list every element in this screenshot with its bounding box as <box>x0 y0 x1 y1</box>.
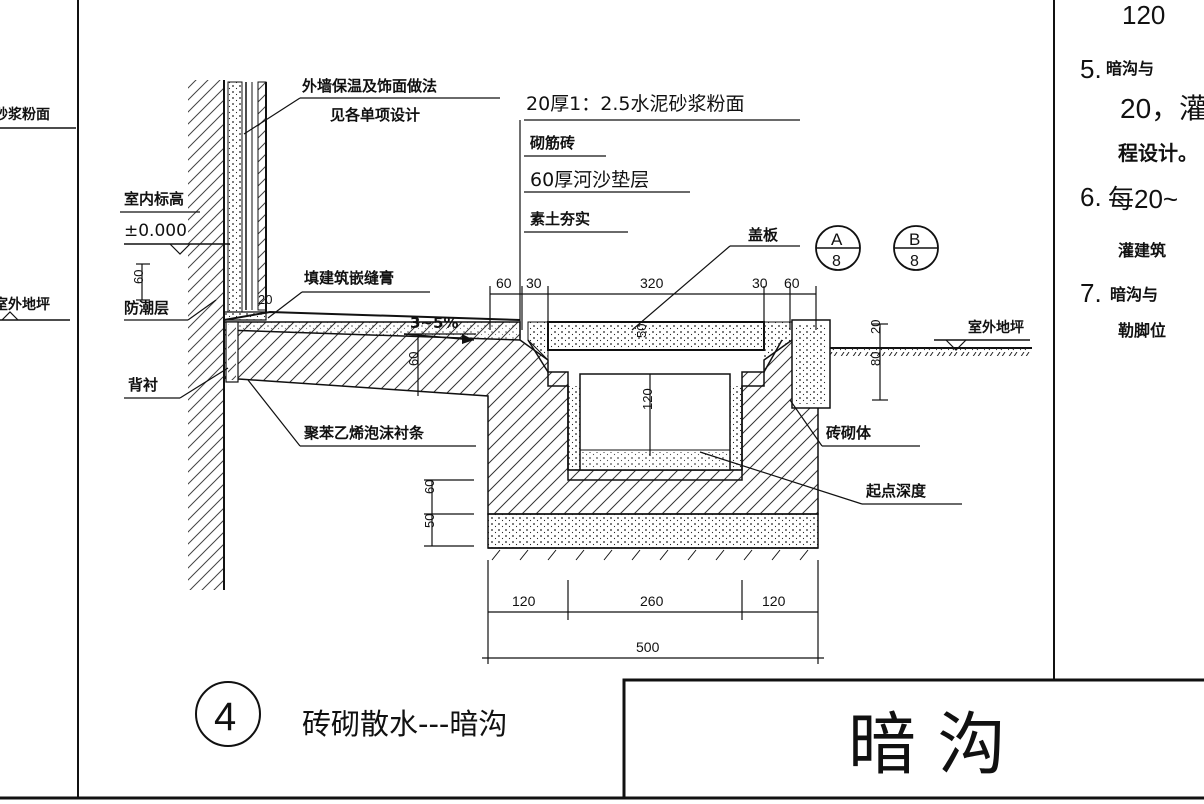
dim-60-vertical: 60 <box>422 480 437 494</box>
note-5-line-1: 暗沟与 <box>1106 59 1154 78</box>
note-6-line-2: 灌建筑 <box>1118 241 1166 260</box>
note-5-number: 5. <box>1080 54 1102 84</box>
label-slope: 3~5% <box>410 314 458 332</box>
label-polyethylene: 聚苯乙烯泡沫衬条 <box>303 424 425 442</box>
dim-320: 320 <box>640 275 664 291</box>
label-outdoor-ground: 室外地坪 <box>968 319 1024 336</box>
label-sealant: 填建筑嵌缝膏 <box>304 269 394 287</box>
label-damp-proof: 防潮层 <box>124 299 169 317</box>
dim-120-left: 120 <box>512 593 536 609</box>
label-soil: 素土夯实 <box>530 210 590 228</box>
fragment-mortar-label: 砂浆粉面 <box>0 106 50 123</box>
left-fragment: 砂浆粉面 室外地坪 <box>0 106 76 321</box>
note-7-line-1: 暗沟与 <box>1110 285 1158 304</box>
note-6-number: 6. <box>1080 182 1102 212</box>
note-7-number: 7. <box>1080 278 1102 308</box>
label-mortar-top: 20厚1：2.5水泥砂浆粉面 <box>526 93 744 115</box>
ref-a-letter: A <box>831 230 843 249</box>
dim-20: 20 <box>258 292 272 307</box>
dim-50-vertical: 50 <box>422 514 437 528</box>
leader-lines <box>120 97 962 505</box>
dim-120-right: 120 <box>762 593 786 609</box>
slope-arrow <box>403 333 475 344</box>
dimension-lines <box>136 263 888 664</box>
drain-structure <box>223 310 831 561</box>
title-block-text: 暗 沟 <box>848 706 1006 785</box>
dim-80: 80 <box>868 352 883 366</box>
exterior-wall <box>188 80 267 590</box>
annotation-labels: 外墙保温及饰面做法 见各单项设计 20厚1：2.5水泥砂浆粉面 砌筋砖 60厚河… <box>124 77 1024 500</box>
fragment-outdoor-label: 室外地坪 <box>0 296 50 313</box>
dim-260: 260 <box>640 593 664 609</box>
dim-60-left: 60 <box>131 270 146 284</box>
label-cover: 盖板 <box>748 226 779 244</box>
label-indoor-level: 室内标高 <box>124 190 184 208</box>
dim-60-right: 60 <box>784 275 800 291</box>
label-indoor-value: ±0.000 <box>124 221 187 241</box>
ref-b-letter: B <box>909 230 920 249</box>
ref-b-number: 8 <box>910 253 919 270</box>
dim-500: 500 <box>636 639 660 655</box>
label-wall-finish-2: 见各单项设计 <box>330 106 420 124</box>
note-top-fragment: 120 <box>1122 0 1165 30</box>
dim-60-top: 60 <box>496 275 512 291</box>
right-notes: 120 5. 暗沟与 20，灌 程设计。 6. 每20~ 灌建筑 7. 暗沟与 … <box>1080 0 1204 340</box>
reference-symbols <box>815 225 939 271</box>
dimension-texts: 60 20 60 30 320 30 60 60 50 120 80 20 60… <box>131 270 883 655</box>
note-7-line-2: 勒脚位 <box>1118 321 1166 340</box>
dim-30-left: 30 <box>526 275 542 291</box>
dim-120-inner: 120 <box>640 388 655 410</box>
label-wall-finish-1: 外墙保温及饰面做法 <box>301 77 437 95</box>
title-block: 暗 沟 <box>622 678 1204 800</box>
dim-60-slab: 60 <box>406 352 421 366</box>
note-5-line-3: 程设计。 <box>1118 141 1198 165</box>
dim-50: 50 <box>634 324 649 338</box>
indoor-level-marker <box>124 243 230 255</box>
ref-a-number: 8 <box>832 253 841 270</box>
label-backing: 背衬 <box>128 376 158 394</box>
detail-caption: 4 砖砌散水---暗沟 <box>195 681 507 747</box>
outdoor-ground <box>830 339 1032 356</box>
caption-title: 砖砌散水---暗沟 <box>302 707 507 741</box>
dim-20-ground: 20 <box>868 320 883 334</box>
label-sand: 60厚河沙垫层 <box>530 169 649 191</box>
dim-30-right: 30 <box>752 275 768 291</box>
note-5-line-2: 20，灌 <box>1120 93 1204 124</box>
caption-number: 4 <box>214 695 236 739</box>
label-masonry: 砖砌体 <box>826 424 872 442</box>
label-start-depth: 起点深度 <box>865 482 927 500</box>
note-6-line-1: 每20~ <box>1108 184 1178 214</box>
label-brick: 砌筋砖 <box>529 134 575 152</box>
